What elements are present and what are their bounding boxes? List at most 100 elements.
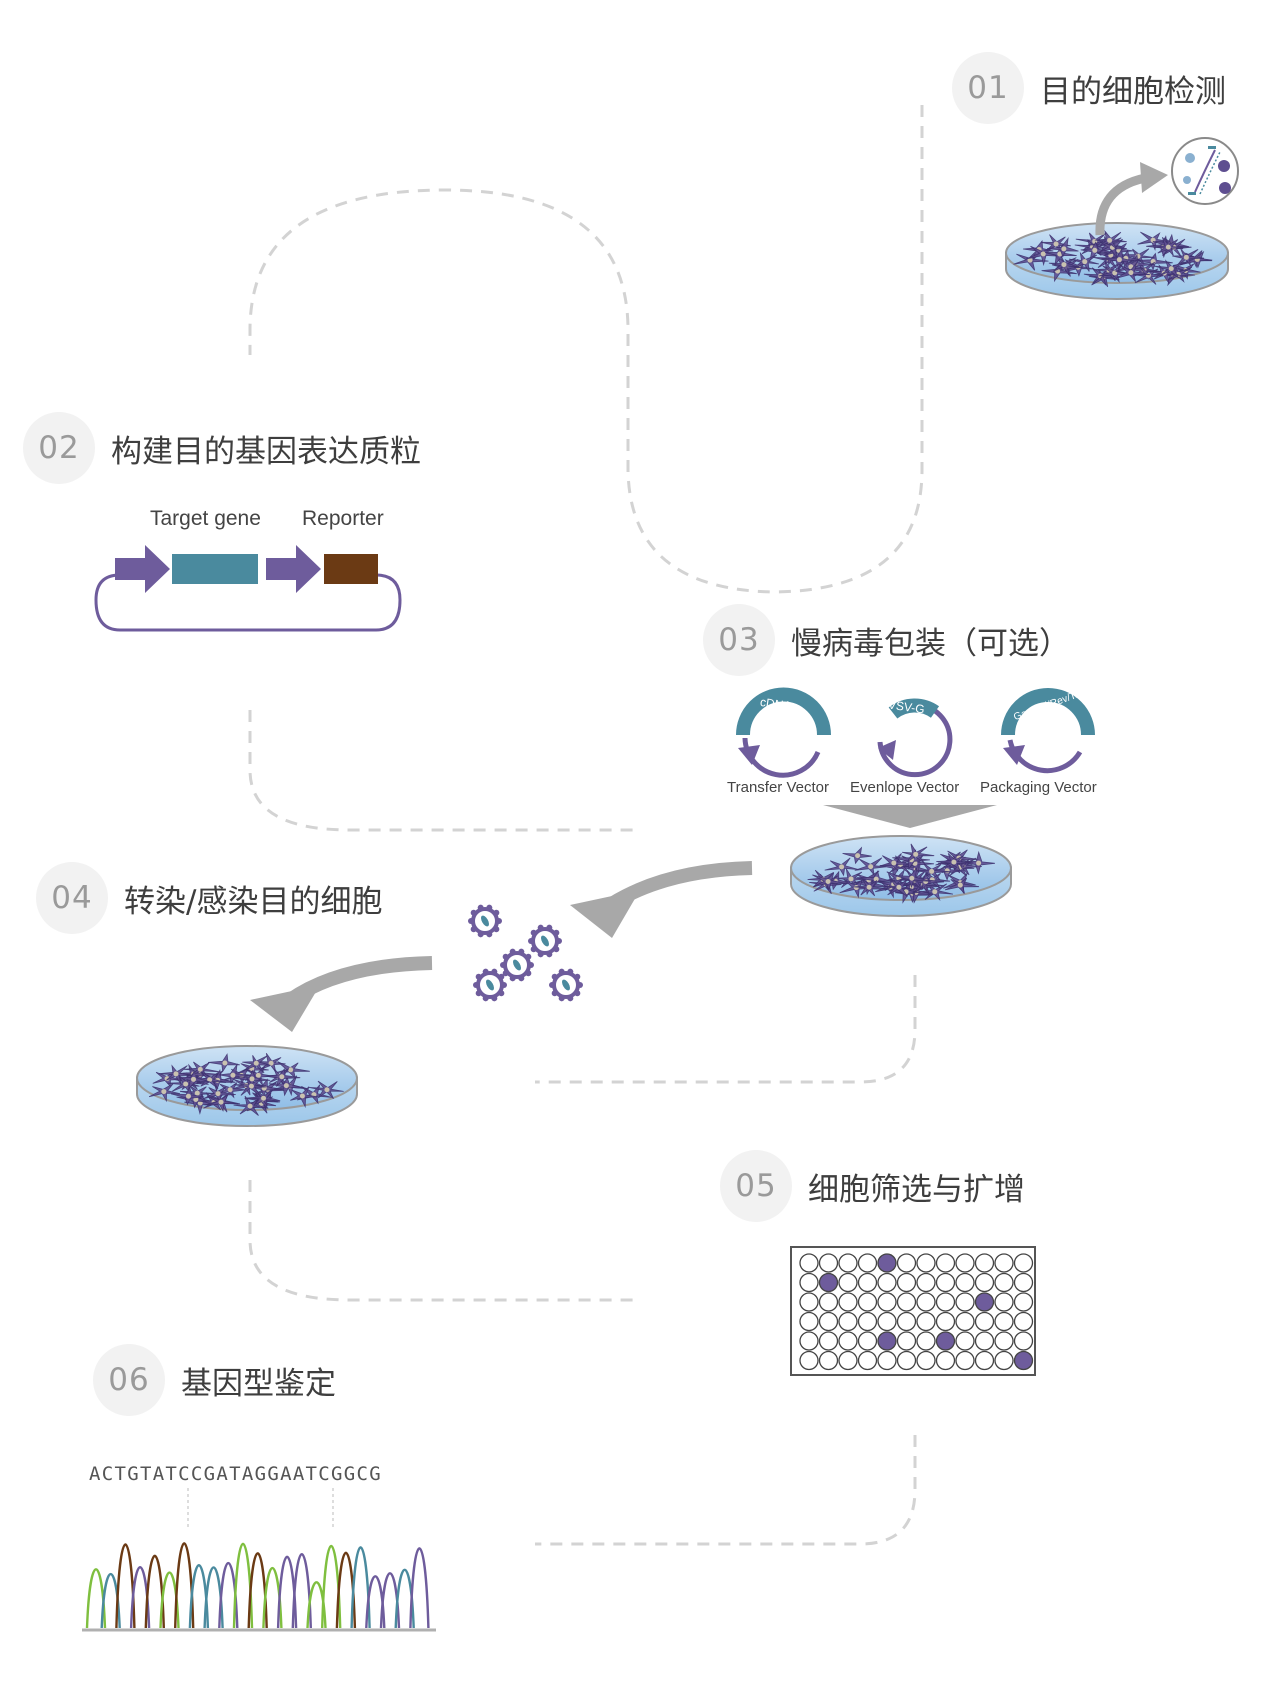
promoter-arrow-1 xyxy=(115,545,170,593)
plate-well xyxy=(994,1253,1014,1273)
plate-well xyxy=(974,1272,995,1293)
chromatogram-peak xyxy=(409,1547,430,1629)
plate-well xyxy=(896,1272,917,1293)
plate-well xyxy=(799,1292,819,1312)
plate-well xyxy=(818,1350,839,1371)
plate-well xyxy=(1013,1253,1034,1273)
step-title: 慢病毒包装（可选） xyxy=(791,625,1070,662)
step-05-header: 05 细胞筛选与扩增 xyxy=(720,1150,1025,1222)
plate-well xyxy=(955,1292,975,1312)
plate-well xyxy=(818,1272,839,1293)
plate-well xyxy=(974,1350,995,1371)
plate-well xyxy=(838,1292,858,1312)
chromatogram xyxy=(82,1488,436,1632)
vector-caption-transfer: Transfer Vector xyxy=(727,779,829,796)
virus-particle xyxy=(528,924,562,958)
plate-well xyxy=(896,1331,917,1351)
plate-well xyxy=(974,1292,995,1312)
plate-well xyxy=(1013,1331,1034,1351)
reporter-box xyxy=(324,554,378,584)
plate-well xyxy=(974,1311,995,1332)
curved-arrow-step01 xyxy=(1095,162,1168,236)
plate-well xyxy=(974,1253,995,1273)
plate-well xyxy=(838,1350,858,1371)
plate-well xyxy=(916,1311,936,1332)
step-number: 06 xyxy=(93,1344,165,1416)
plate-well xyxy=(818,1311,839,1332)
step-04-header: 04 转染/感染目的细胞 xyxy=(36,862,382,934)
reporter-label: Reporter xyxy=(302,507,384,530)
plate-well xyxy=(916,1331,936,1351)
plate-well xyxy=(799,1311,819,1332)
well-plate xyxy=(790,1246,1036,1376)
step-title: 转染/感染目的细胞 xyxy=(124,883,383,920)
virus-particle xyxy=(549,968,583,1002)
dna-sequence: ACTGTATCCGATAGGAATCGGCG xyxy=(89,1463,382,1485)
plate-well xyxy=(935,1272,956,1293)
vector-caption-envelope: Evenlope Vector xyxy=(850,779,960,796)
plate-well xyxy=(994,1272,1014,1293)
plasmid-construct xyxy=(94,545,402,632)
plate-well xyxy=(877,1350,897,1371)
step-number: 04 xyxy=(36,862,108,934)
plate-well xyxy=(955,1331,975,1351)
vector-ring-packaging xyxy=(1001,688,1095,774)
plate-well xyxy=(935,1253,956,1273)
plate-well xyxy=(877,1292,897,1312)
plate-well xyxy=(818,1253,839,1273)
promoter-arrow-2 xyxy=(266,545,321,593)
plate-well xyxy=(877,1272,897,1293)
plate-well xyxy=(799,1350,819,1371)
plate-well xyxy=(935,1350,956,1371)
plate-well xyxy=(994,1331,1014,1351)
step-06-header: 06 基因型鉴定 xyxy=(93,1344,336,1416)
plate-well xyxy=(877,1311,897,1332)
plate-well xyxy=(799,1331,819,1351)
vector-ring-envelope xyxy=(877,698,953,778)
plate-well xyxy=(818,1331,839,1351)
plate-well xyxy=(1013,1311,1034,1332)
plate-well xyxy=(916,1253,936,1273)
step-02-header: 02 构建目的基因表达质粒 xyxy=(23,412,421,484)
vector-ring-transfer xyxy=(736,687,831,778)
plate-well xyxy=(857,1253,878,1273)
plate-well xyxy=(935,1331,956,1351)
plate-well xyxy=(857,1272,878,1293)
plate-well xyxy=(935,1311,956,1332)
step-title: 目的细胞检测 xyxy=(1040,73,1226,110)
plate-well xyxy=(857,1350,878,1371)
dashed-connectors xyxy=(248,105,924,1546)
plate-well xyxy=(1013,1272,1034,1293)
plate-well xyxy=(896,1292,917,1312)
plate-well xyxy=(799,1253,819,1273)
plate-well xyxy=(896,1350,917,1371)
target-gene-box xyxy=(172,554,258,584)
plate-well xyxy=(1013,1350,1034,1371)
step-title: 基因型鉴定 xyxy=(181,1365,336,1402)
plate-well xyxy=(916,1350,936,1371)
curved-arrow-to-viruses xyxy=(570,861,753,938)
plate-well xyxy=(799,1272,819,1293)
virus-particles xyxy=(468,904,583,1002)
virus-particle xyxy=(500,948,534,982)
plate-well xyxy=(955,1272,975,1293)
vector-caption-packaging: Packaging Vector xyxy=(980,779,1097,796)
chromatogram-peak xyxy=(306,1581,327,1629)
dish-step04 xyxy=(136,1045,358,1127)
plate-well xyxy=(857,1331,878,1351)
step-03-header: 03 慢病毒包装（可选） xyxy=(703,604,1070,676)
plate-well xyxy=(818,1292,839,1312)
plate-well xyxy=(857,1292,878,1312)
plate-well xyxy=(838,1272,858,1293)
plate-well xyxy=(994,1292,1014,1312)
plate-well xyxy=(955,1311,975,1332)
plate-well xyxy=(857,1311,878,1332)
plate-well xyxy=(994,1350,1014,1371)
sample-detail-circle xyxy=(1171,137,1239,205)
plate-well xyxy=(935,1292,956,1312)
plate-well xyxy=(838,1331,858,1351)
dish-step03 xyxy=(790,835,1012,917)
plate-well xyxy=(955,1253,975,1273)
step-number: 01 xyxy=(952,52,1024,124)
